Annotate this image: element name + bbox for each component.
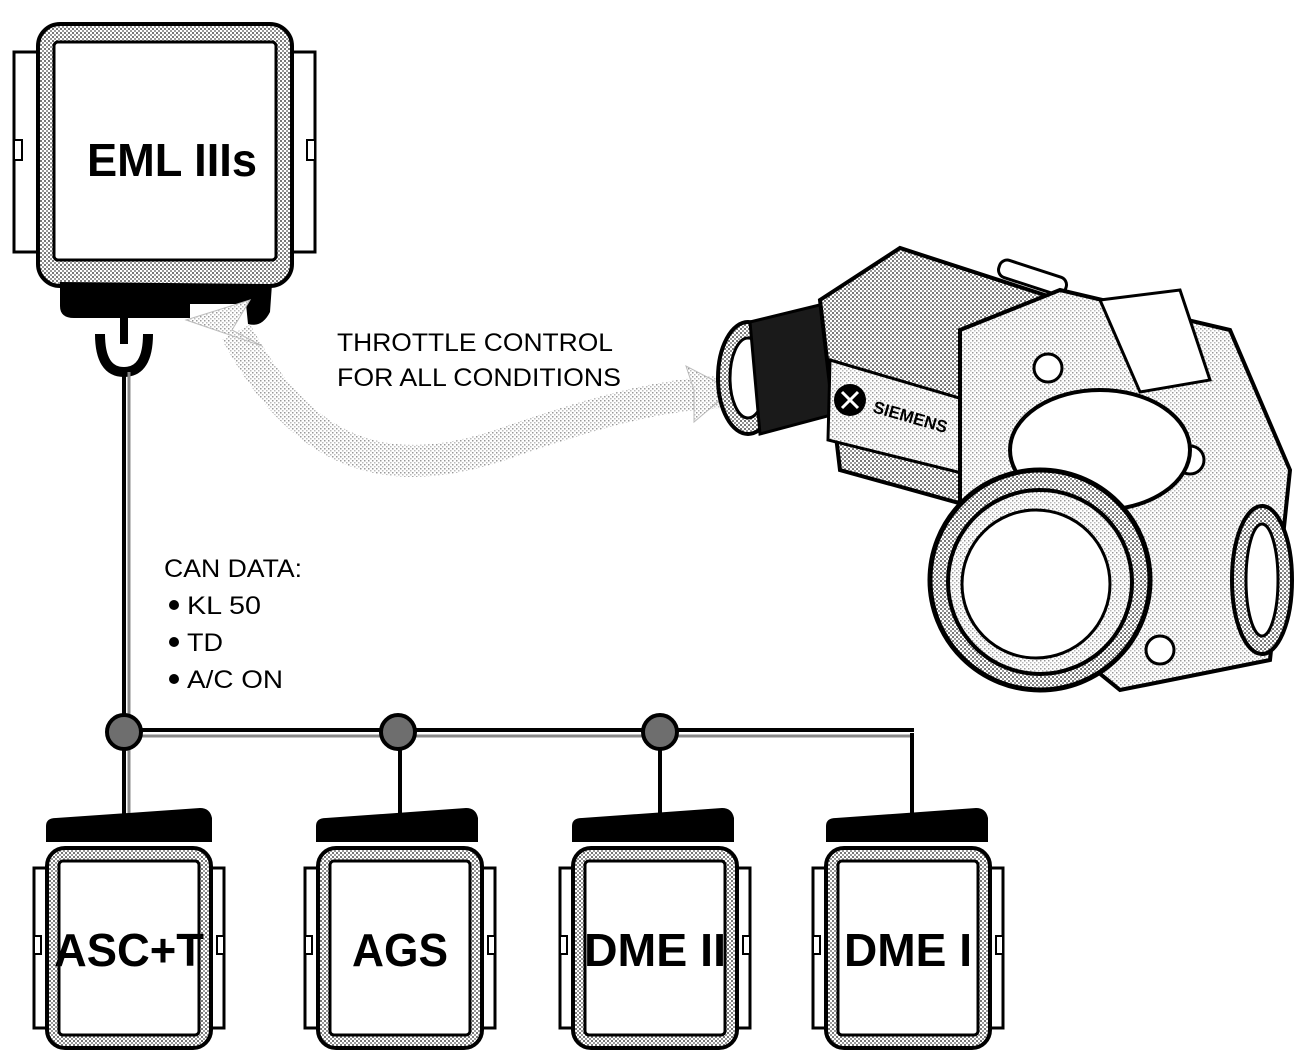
can-note-item: KL 50 (187, 592, 261, 620)
throttle-body-illustration: SIEMENS (716, 245, 1294, 693)
eml-module: EML IIIs (12, 22, 317, 378)
can-note-item: A/C ON (187, 666, 283, 694)
bus-node (105, 713, 143, 751)
module-ags: AGS (303, 808, 497, 1050)
bus-node (641, 713, 679, 751)
throttle-control-arrow (184, 299, 733, 477)
eml-label: EML IIIs (87, 134, 257, 186)
module-label: AGS (352, 924, 448, 976)
module-label: DME II (584, 924, 726, 976)
bus-node (379, 713, 417, 751)
module-label: ASC+T (54, 924, 204, 976)
eml-connector (60, 282, 272, 325)
can-note-title: CAN DATA: (164, 555, 302, 583)
module-asc-t: ASC+T (32, 808, 226, 1050)
bullet-icon (169, 600, 179, 610)
can-bus-wiring (105, 372, 914, 822)
arrowhead-left-icon (184, 299, 263, 347)
bullet-icon (169, 674, 179, 684)
module-label: DME I (844, 924, 972, 976)
can-note-item: TD (187, 629, 223, 657)
throttle-note-line1: THROTTLE CONTROL (337, 329, 613, 357)
module-dme-i: DME I (811, 808, 1005, 1050)
arrowhead-right-icon (685, 364, 733, 424)
throttle-note-line2: FOR ALL CONDITIONS (337, 364, 621, 392)
module-dme-ii: DME II (558, 808, 752, 1050)
can-data-note: CAN DATA: KL 50 TD A/C ON (164, 555, 302, 694)
bullet-icon (169, 637, 179, 647)
